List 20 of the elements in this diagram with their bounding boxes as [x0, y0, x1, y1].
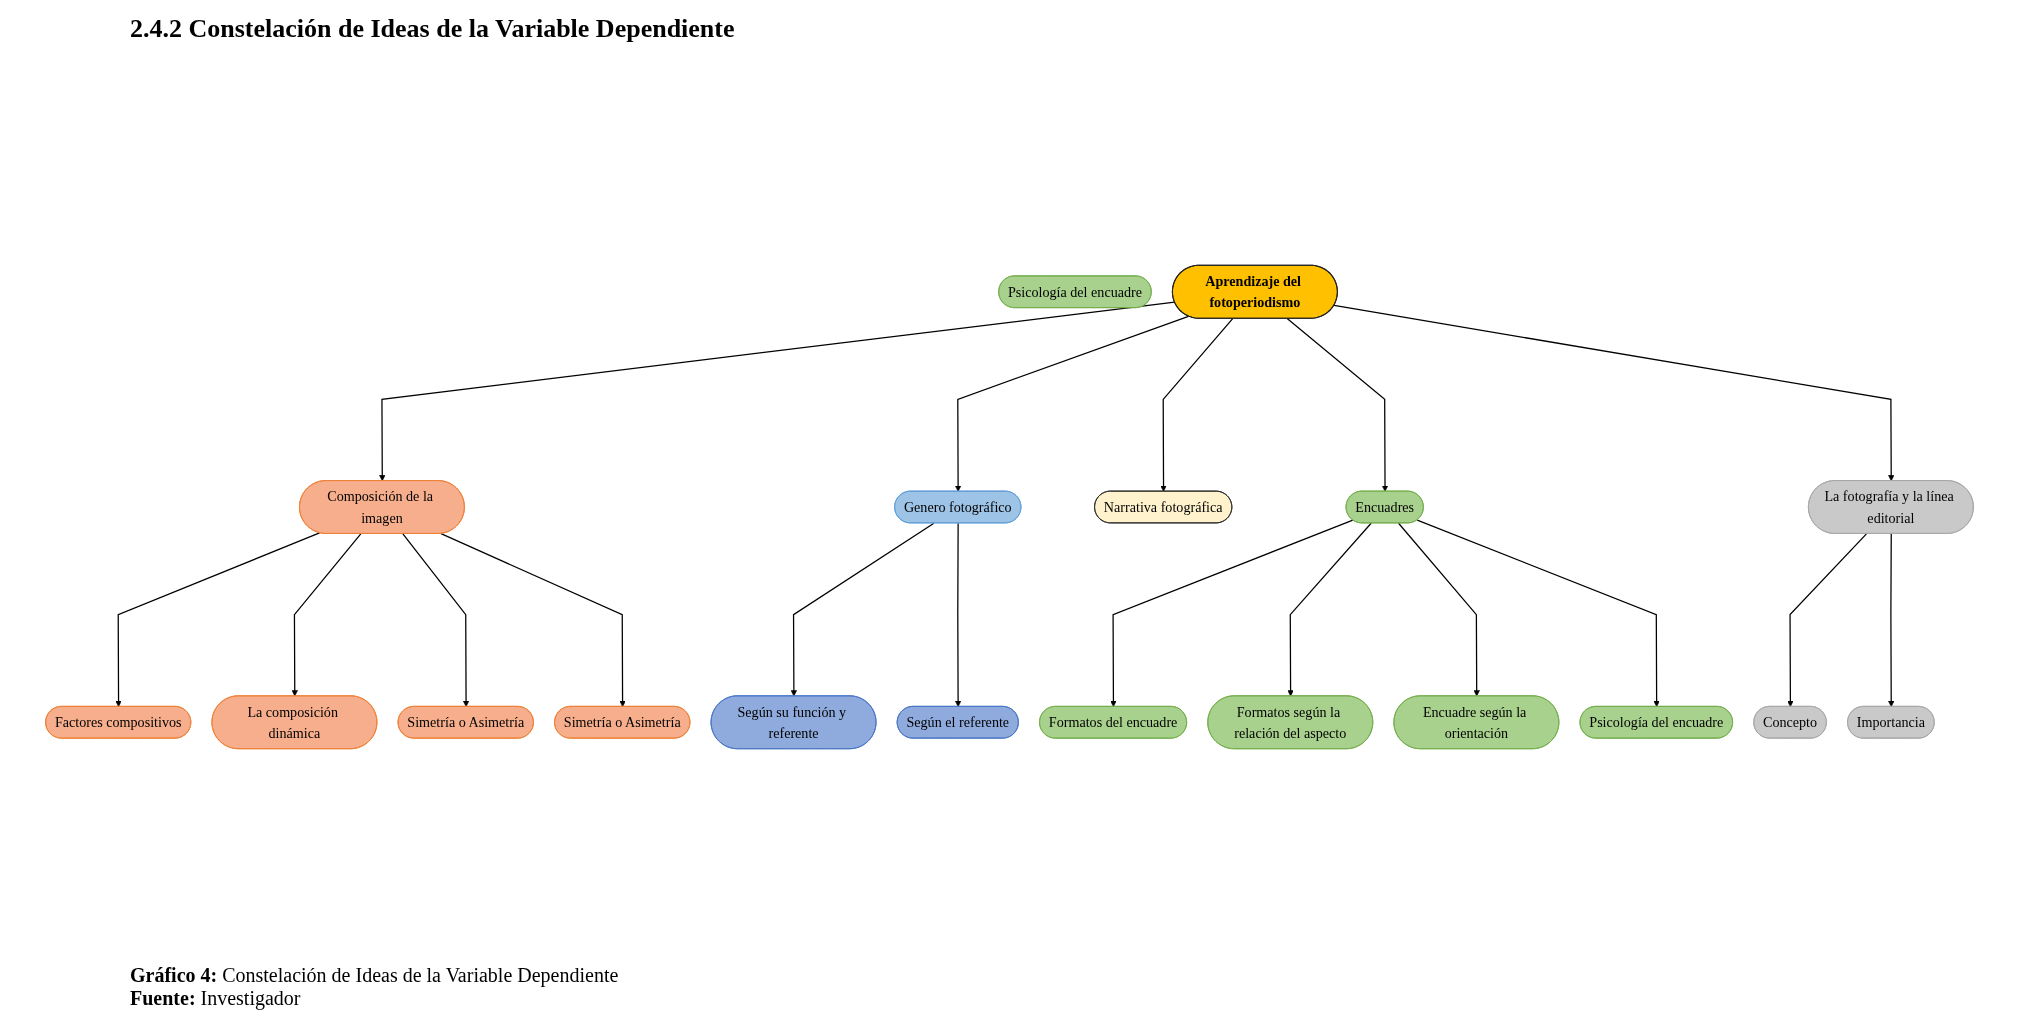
- arrow: [1110, 519, 1354, 707]
- arrow: [790, 522, 935, 697]
- arrow: [1333, 304, 1895, 482]
- arrow: [1416, 519, 1660, 707]
- arrow: [115, 532, 321, 707]
- arrow: [955, 522, 962, 707]
- arrow: [1787, 533, 1868, 707]
- arrow: [402, 533, 470, 707]
- diagram-title: 2.4.2 Constelación de Ideas de la Variable Dependiente: [130, 14, 735, 44]
- arrow: [379, 301, 1176, 482]
- arrow: [1160, 317, 1234, 492]
- arrow: [1286, 317, 1389, 492]
- figure-caption: Gráfico 4: Constelación de Ideas de la Variable Dependiente: [130, 964, 620, 987]
- arrow: [955, 315, 1190, 492]
- arrow: [1397, 522, 1480, 697]
- arrow: [1888, 533, 1895, 707]
- source-note: Fuente: Investigador: [130, 987, 302, 1010]
- arrow: [291, 533, 362, 697]
- arrow: [1287, 522, 1372, 697]
- arrow: [440, 533, 626, 707]
